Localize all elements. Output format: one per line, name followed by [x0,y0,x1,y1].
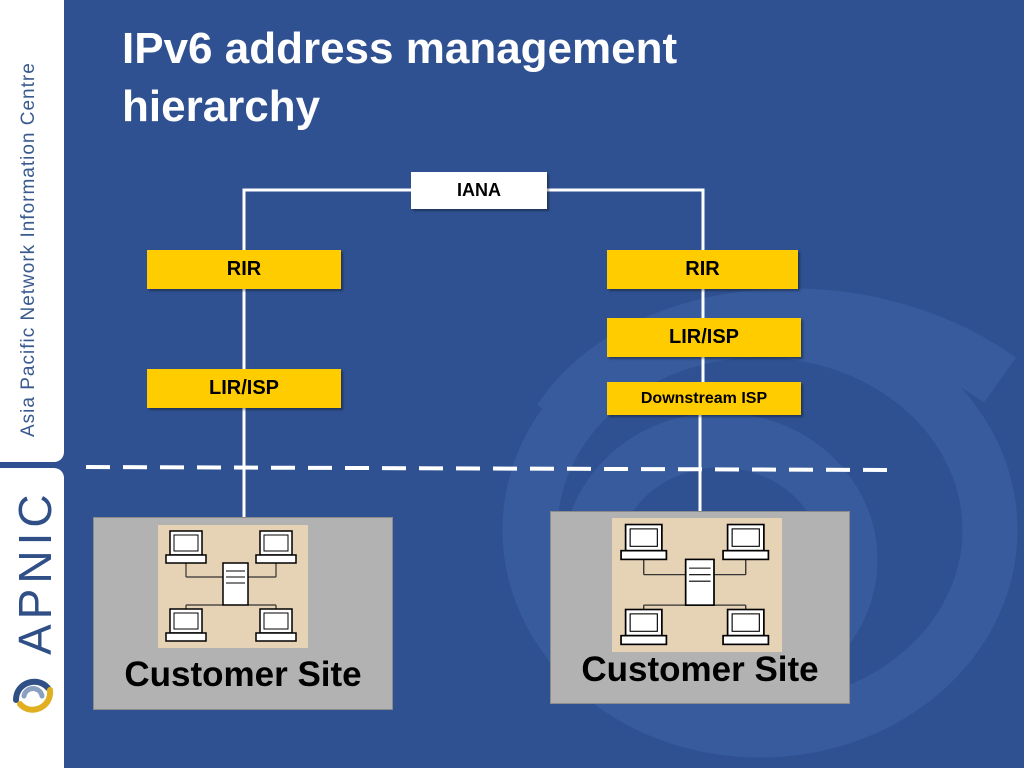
sidebar-org-panel: Asia Pacific Network Information Centre [0,0,64,462]
server-icon [222,562,249,606]
customer-site-label: Customer Site [581,650,819,689]
network-illustration [612,518,782,652]
desktop-computer-icon [722,523,770,561]
sidebar-logo-panel: APNIC [0,468,64,768]
network-diagram-icon [165,530,297,642]
node-rir-left: RIR [147,250,341,289]
node-lir-isp-right: LIR/ISP [607,318,801,357]
connector-iana-right [547,188,705,250]
node-rir-right: RIR [607,250,798,289]
server-icon [684,558,715,606]
network-diagram-icon [620,523,770,646]
customer-site-label: Customer Site [124,655,362,694]
node-downstream-isp: Downstream ISP [607,382,801,415]
desktop-computer-icon [255,530,297,564]
desktop-computer-icon [255,608,297,642]
connector-iana-left [242,188,411,250]
customer-site-left: Customer Site [93,517,393,710]
customer-site-right: Customer Site [550,511,850,704]
page-title: IPv6 address management hierarchy [122,24,678,131]
apnic-logo-icon [13,678,54,713]
desktop-computer-icon [165,530,207,564]
node-lir-isp-left: LIR/ISP [147,369,341,408]
desktop-computer-icon [165,608,207,642]
desktop-computer-icon [620,523,668,561]
desktop-computer-icon [620,608,668,646]
node-iana: IANA [411,172,547,209]
dashed-divider [85,465,889,472]
desktop-computer-icon [722,608,770,646]
network-illustration [158,525,308,648]
